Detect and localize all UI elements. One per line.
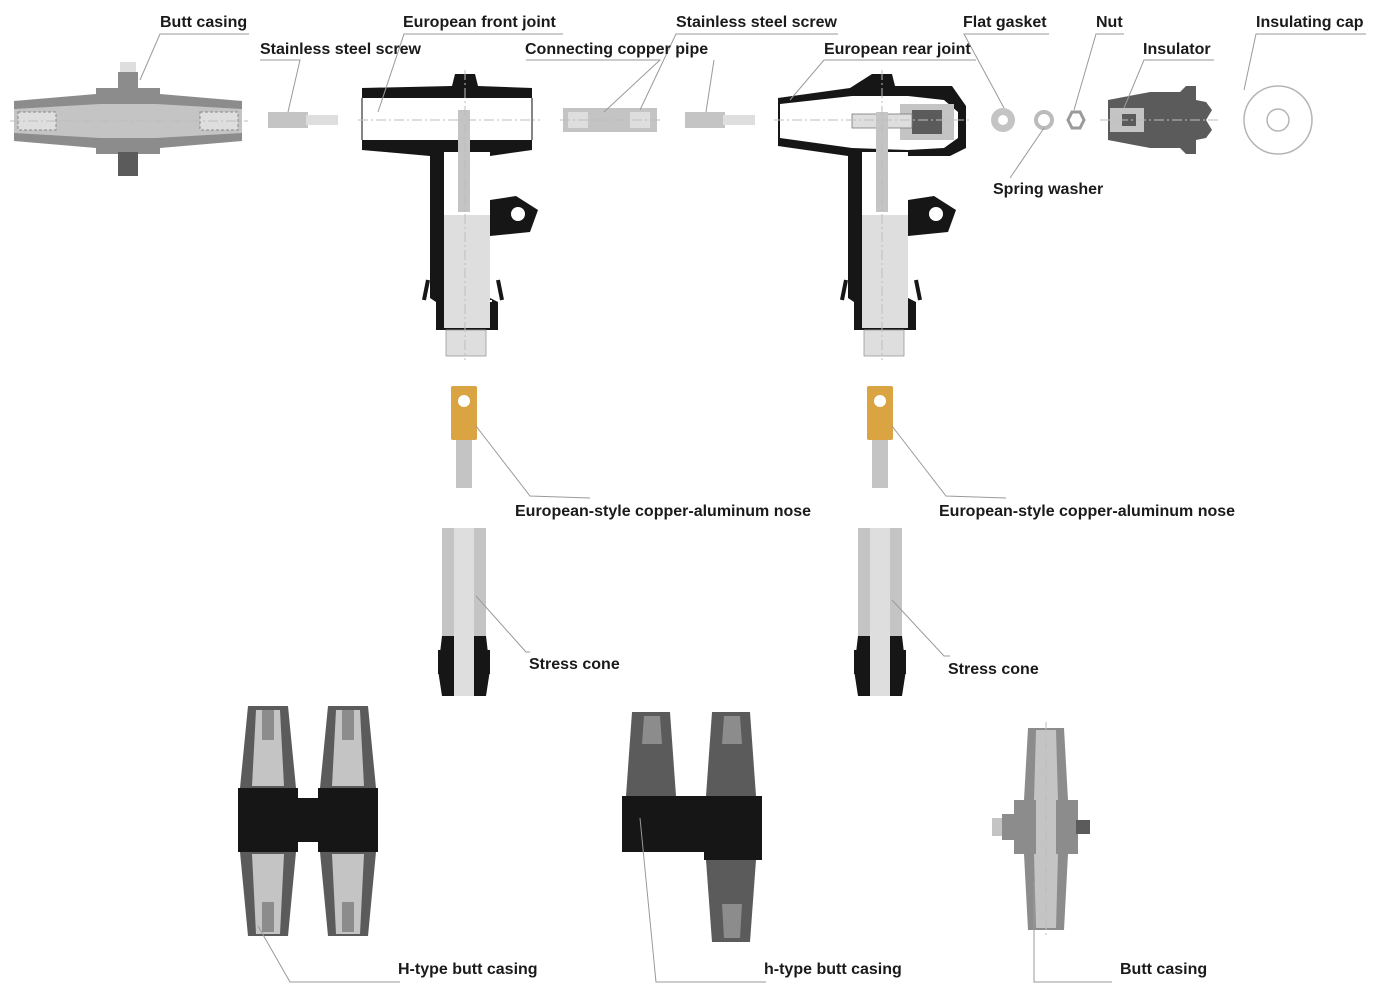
label-stress-cone-left: Stress cone bbox=[529, 656, 620, 673]
label-european-front-joint: European front joint bbox=[403, 14, 557, 31]
flat-gasket-part bbox=[991, 108, 1015, 132]
butt-casing-top-part bbox=[10, 62, 248, 176]
label-nose-left: European-style copper-aluminum nose bbox=[515, 503, 811, 520]
spring-washer-part bbox=[1034, 110, 1054, 130]
label-butt-casing-top: Butt casing bbox=[160, 14, 247, 31]
h-type-butt-casing-lower-part bbox=[622, 712, 762, 942]
copper-aluminum-nose-right-part bbox=[867, 386, 893, 488]
label-european-rear-joint: European rear joint bbox=[824, 41, 971, 58]
label-insulating-cap: Insulating cap bbox=[1256, 14, 1364, 31]
connecting-copper-pipe-part bbox=[560, 108, 660, 132]
label-spring-washer: Spring washer bbox=[993, 181, 1103, 198]
european-front-joint-part bbox=[358, 70, 540, 360]
label-nut: Nut bbox=[1096, 14, 1123, 31]
insulator-part bbox=[1100, 86, 1218, 154]
insulating-cap-part bbox=[1243, 85, 1313, 155]
butt-casing-bottom-part bbox=[992, 722, 1090, 936]
copper-aluminum-nose-left-part bbox=[451, 386, 477, 488]
label-h-type-butt-casing-lower: h-type butt casing bbox=[764, 961, 902, 978]
label-h-type-butt-casing-upper: H-type butt casing bbox=[398, 961, 538, 978]
label-stress-cone-right: Stress cone bbox=[948, 661, 1039, 678]
label-nose-right: European-style copper-aluminum nose bbox=[939, 503, 1235, 520]
label-flat-gasket: Flat gasket bbox=[963, 14, 1047, 31]
leader-lines bbox=[139, 33, 1366, 983]
label-stainless-steel-screw-1: Stainless steel screw bbox=[260, 41, 422, 58]
nut-part bbox=[1066, 110, 1086, 130]
stainless-screw-2-part bbox=[685, 112, 755, 128]
label-butt-casing-bottom: Butt casing bbox=[1120, 961, 1207, 978]
label-insulator: Insulator bbox=[1143, 41, 1211, 58]
h-type-butt-casing-upper-part bbox=[238, 706, 378, 936]
label-connecting-copper-pipe: Connecting copper pipe bbox=[525, 41, 708, 58]
stress-cone-right-part bbox=[854, 528, 906, 696]
label-stainless-steel-screw-2: Stainless steel screw bbox=[676, 14, 838, 31]
stainless-screw-1-part bbox=[268, 112, 338, 128]
european-rear-joint-part bbox=[774, 70, 972, 360]
stress-cone-left-part bbox=[438, 528, 490, 696]
